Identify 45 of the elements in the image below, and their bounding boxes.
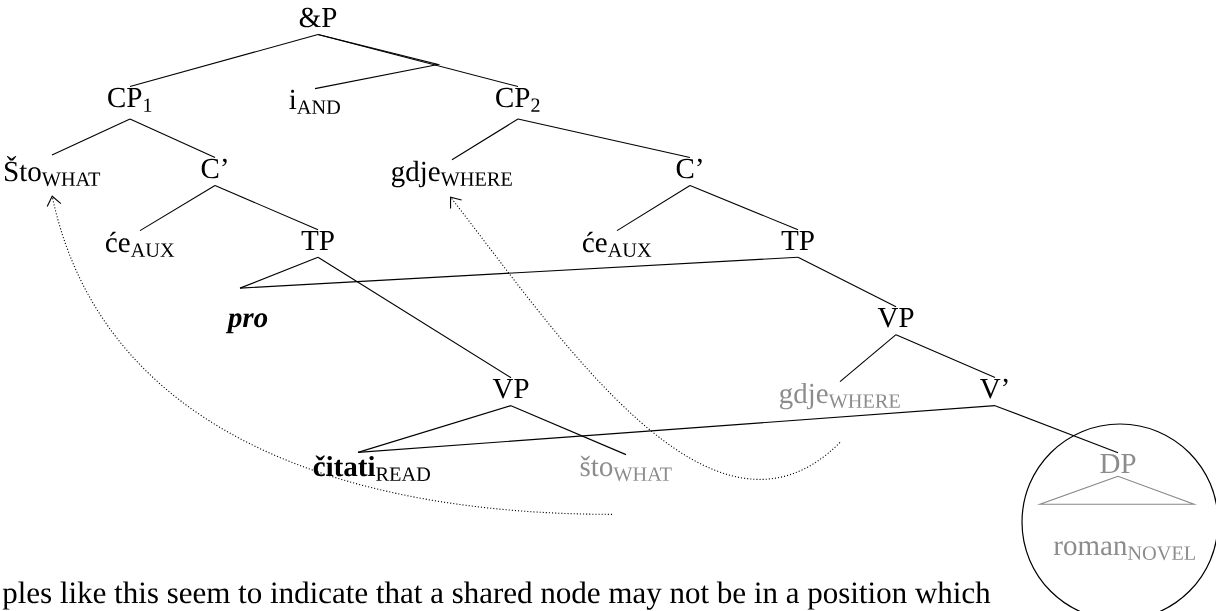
node-label: gdje$_{WHERE}$ [779,382,900,410]
node-label: će$_{AUX}$ [583,231,652,258]
branch-line [510,405,627,456]
branch-line [129,33,319,88]
branch-line [797,256,897,308]
node-label: C’ [201,158,227,179]
node-label: V’ [980,378,1008,399]
movement-arrow [46,195,613,515]
branch-line [129,118,216,159]
body-text: ples like this seem to indicate that a shared node may not be in a position which [2,581,991,610]
branch-line [314,33,441,90]
branch-line [51,118,131,156]
node-label: čitati$_{READ}$ [313,455,430,481]
circle-outline [1021,423,1216,611]
branch-line [689,184,799,231]
node-label: TP [301,231,334,250]
branch-line [214,184,319,231]
branch-line [357,405,512,453]
branch-line [839,334,897,383]
branch-line [239,256,319,289]
node-label: &P [299,7,337,28]
branch-line [517,118,691,159]
node-label: C’ [676,158,702,179]
branch-line [239,256,799,289]
node-label: pro [225,313,268,334]
node-label: VP [492,379,529,399]
subtree-label: roman$_{NOVEL}$ [1053,541,1195,561]
branch-line [895,334,996,379]
node-label: gdje$_{WHERE}$ [391,160,512,188]
node-label: i$_{AND}$ [289,89,340,114]
node-label: CP$_{2}$ [496,87,540,112]
branch-line [139,184,216,232]
node-label: će$_{AUX}$ [106,231,175,258]
subtree-label: DP [1100,454,1136,474]
movement-arrow [450,196,841,479]
node-label: Što$_{WHAT}$ [5,156,101,187]
node-label: VP [877,308,914,328]
node-label: CP$_{1}$ [108,87,152,112]
branch-line [994,405,1119,454]
branch-line [451,118,519,161]
node-label: što$_{WHAT}$ [580,455,672,482]
node-label: TP [781,231,814,250]
branch-line [357,405,996,453]
branch-line [616,184,691,232]
branch-line [317,256,512,379]
